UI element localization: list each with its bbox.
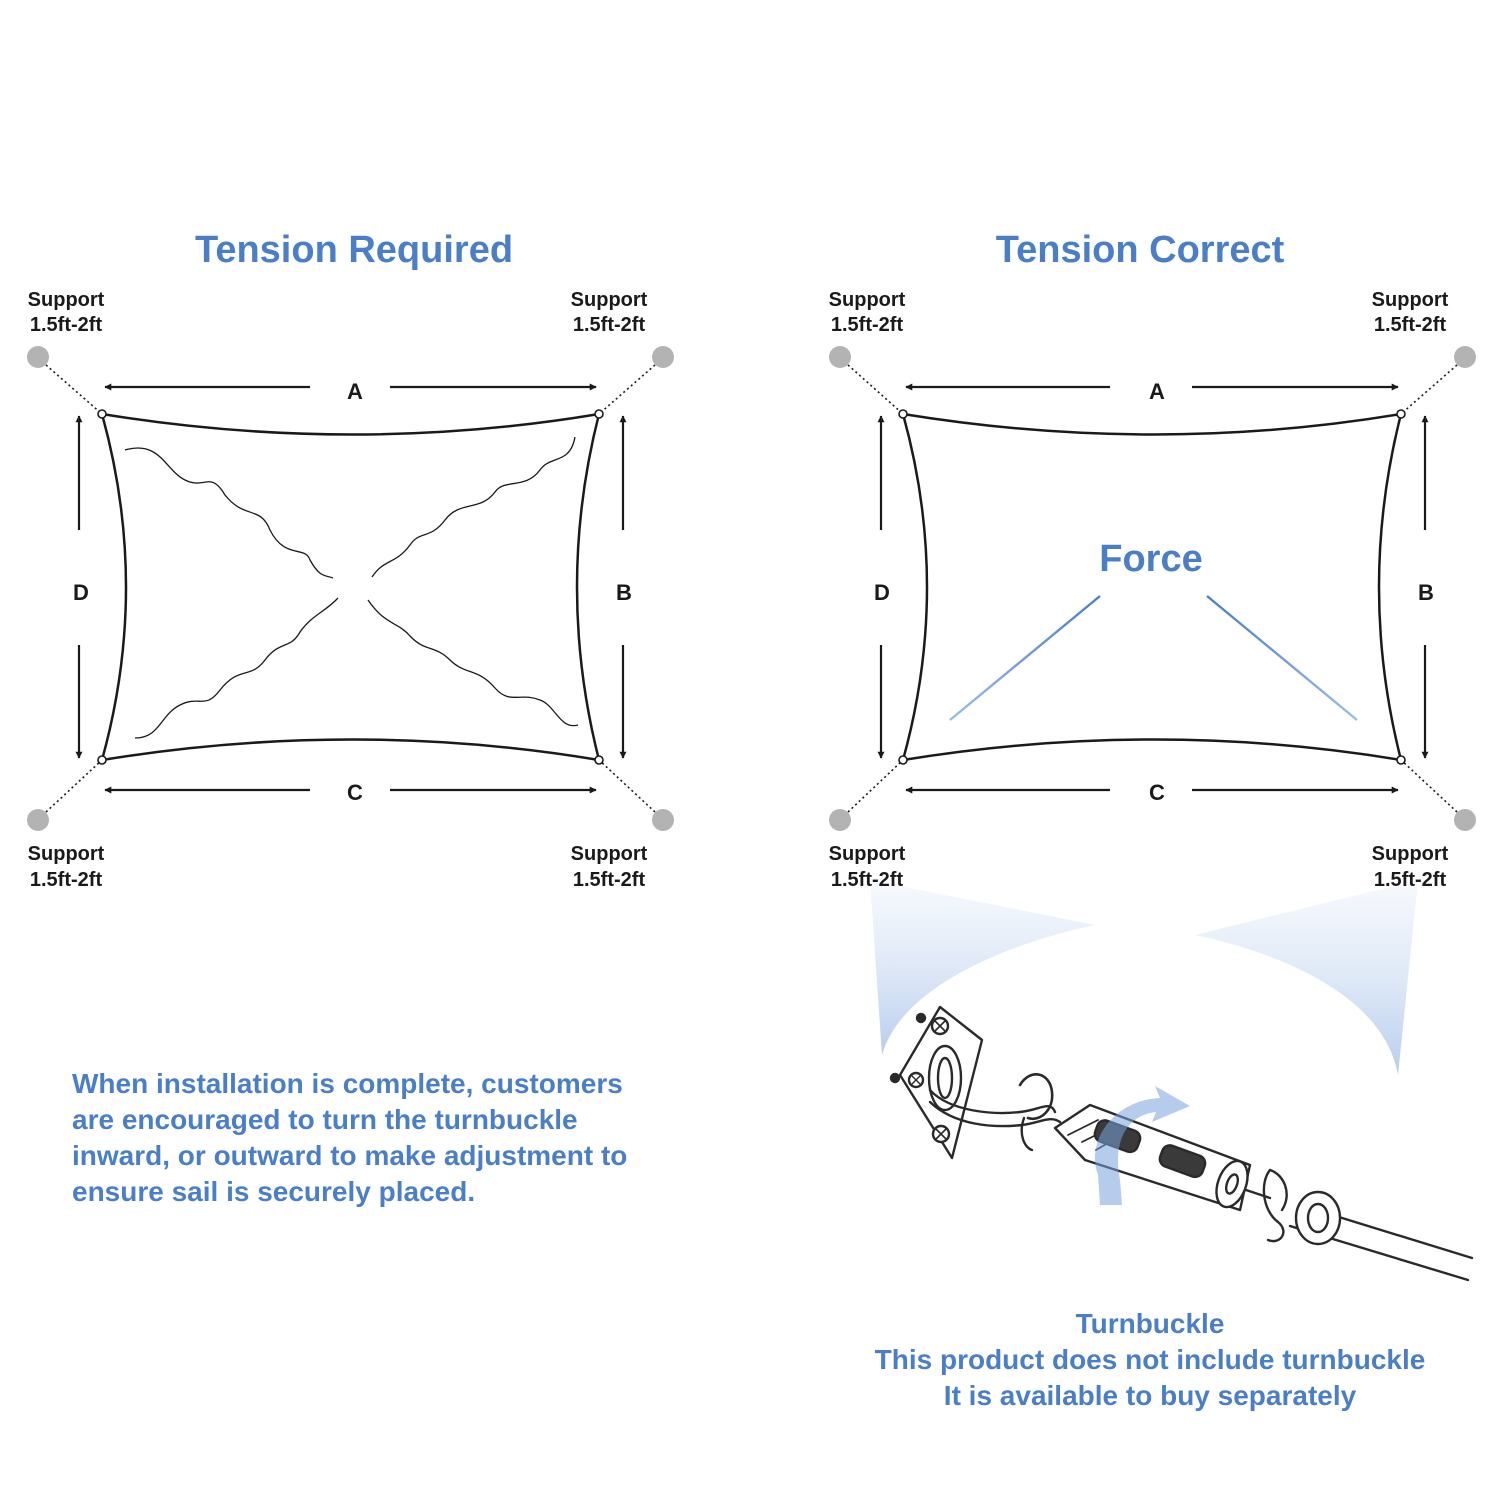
support-anchor-icon xyxy=(27,346,49,368)
support-anchor-icon xyxy=(1454,809,1476,831)
support-label: Support xyxy=(1372,843,1449,865)
support-anchor-icon xyxy=(829,346,851,368)
turnbuckle-name: Turnbuckle xyxy=(1075,1308,1225,1339)
support-size: 1.5ft-2ft xyxy=(1374,314,1447,336)
turnbuckle-availability: It is available to buy separately xyxy=(943,1380,1357,1411)
left-panel-title: Tension Required xyxy=(195,229,513,271)
support-size: 1.5ft-2ft xyxy=(831,314,904,336)
edge-label-d: D xyxy=(73,580,89,605)
support-size: 1.5ft-2ft xyxy=(573,869,646,891)
dimension-arrows xyxy=(877,383,1429,794)
sail-corner-rings xyxy=(97,409,604,765)
support-label: Support xyxy=(28,843,105,865)
support-tie-lines xyxy=(45,364,656,813)
turnbuckle-icon xyxy=(889,1005,1474,1282)
support-bottom-left: Support 1.5ft-2ft xyxy=(829,809,906,891)
support-label: Support xyxy=(829,289,906,311)
edge-label-c: C xyxy=(1149,780,1165,805)
support-anchor-icon xyxy=(652,809,674,831)
support-bottom-right: Support 1.5ft-2ft xyxy=(571,809,674,891)
rotation-arrow-icon xyxy=(1094,1086,1190,1205)
sail-outline xyxy=(100,412,601,762)
support-label: Support xyxy=(829,843,906,865)
support-size: 1.5ft-2ft xyxy=(30,869,103,891)
edge-label-d: D xyxy=(874,580,890,605)
support-size: 1.5ft-2ft xyxy=(30,314,103,336)
turnbuckle-caption: Turnbuckle This product does not include… xyxy=(820,1306,1480,1414)
installation-note: When installation is complete, customers… xyxy=(72,1068,628,1207)
support-top-right: Support 1.5ft-2ft xyxy=(571,289,674,368)
edge-label-b: B xyxy=(616,580,632,605)
edge-label-b: B xyxy=(1418,580,1434,605)
sail-outline xyxy=(901,412,1403,762)
support-top-left: Support 1.5ft-2ft xyxy=(829,289,906,368)
support-bottom-left: Support 1.5ft-2ft xyxy=(27,809,105,891)
support-anchor-icon xyxy=(829,809,851,831)
support-size: 1.5ft-2ft xyxy=(831,869,904,891)
edge-label-a: A xyxy=(347,379,363,404)
dimension-arrows xyxy=(75,383,627,794)
support-size: 1.5ft-2ft xyxy=(1374,869,1447,891)
support-label: Support xyxy=(571,843,648,865)
turnbuckle-not-included: This product does not include turnbuckle xyxy=(874,1344,1426,1375)
support-label: Support xyxy=(571,289,648,311)
right-panel-title: Tension Correct xyxy=(996,229,1285,271)
sail-wrinkles xyxy=(124,436,579,739)
force-label: Force xyxy=(1099,538,1202,580)
support-bottom-right: Support 1.5ft-2ft xyxy=(1372,809,1476,891)
support-tie-lines xyxy=(847,364,1458,813)
support-top-left: Support 1.5ft-2ft xyxy=(27,289,105,368)
force-line-right xyxy=(1206,595,1358,721)
support-anchor-icon xyxy=(1454,346,1476,368)
edge-label-c: C xyxy=(347,780,363,805)
support-label: Support xyxy=(1372,289,1449,311)
support-anchor-icon xyxy=(27,809,49,831)
support-label: Support xyxy=(28,289,105,311)
left-panel: Tension Required Support 1.5ft-2ft Suppo… xyxy=(27,229,674,891)
support-anchor-icon xyxy=(652,346,674,368)
support-top-right: Support 1.5ft-2ft xyxy=(1372,289,1476,368)
sail-corner-rings xyxy=(898,409,1406,765)
right-panel: Tension Correct Support 1.5ft-2ft Suppor… xyxy=(829,229,1476,1282)
support-size: 1.5ft-2ft xyxy=(573,314,646,336)
zoom-callout-right xyxy=(1195,880,1418,1075)
zoom-callout-left xyxy=(870,880,1095,1055)
force-line-left xyxy=(949,595,1101,721)
edge-label-a: A xyxy=(1149,379,1165,404)
